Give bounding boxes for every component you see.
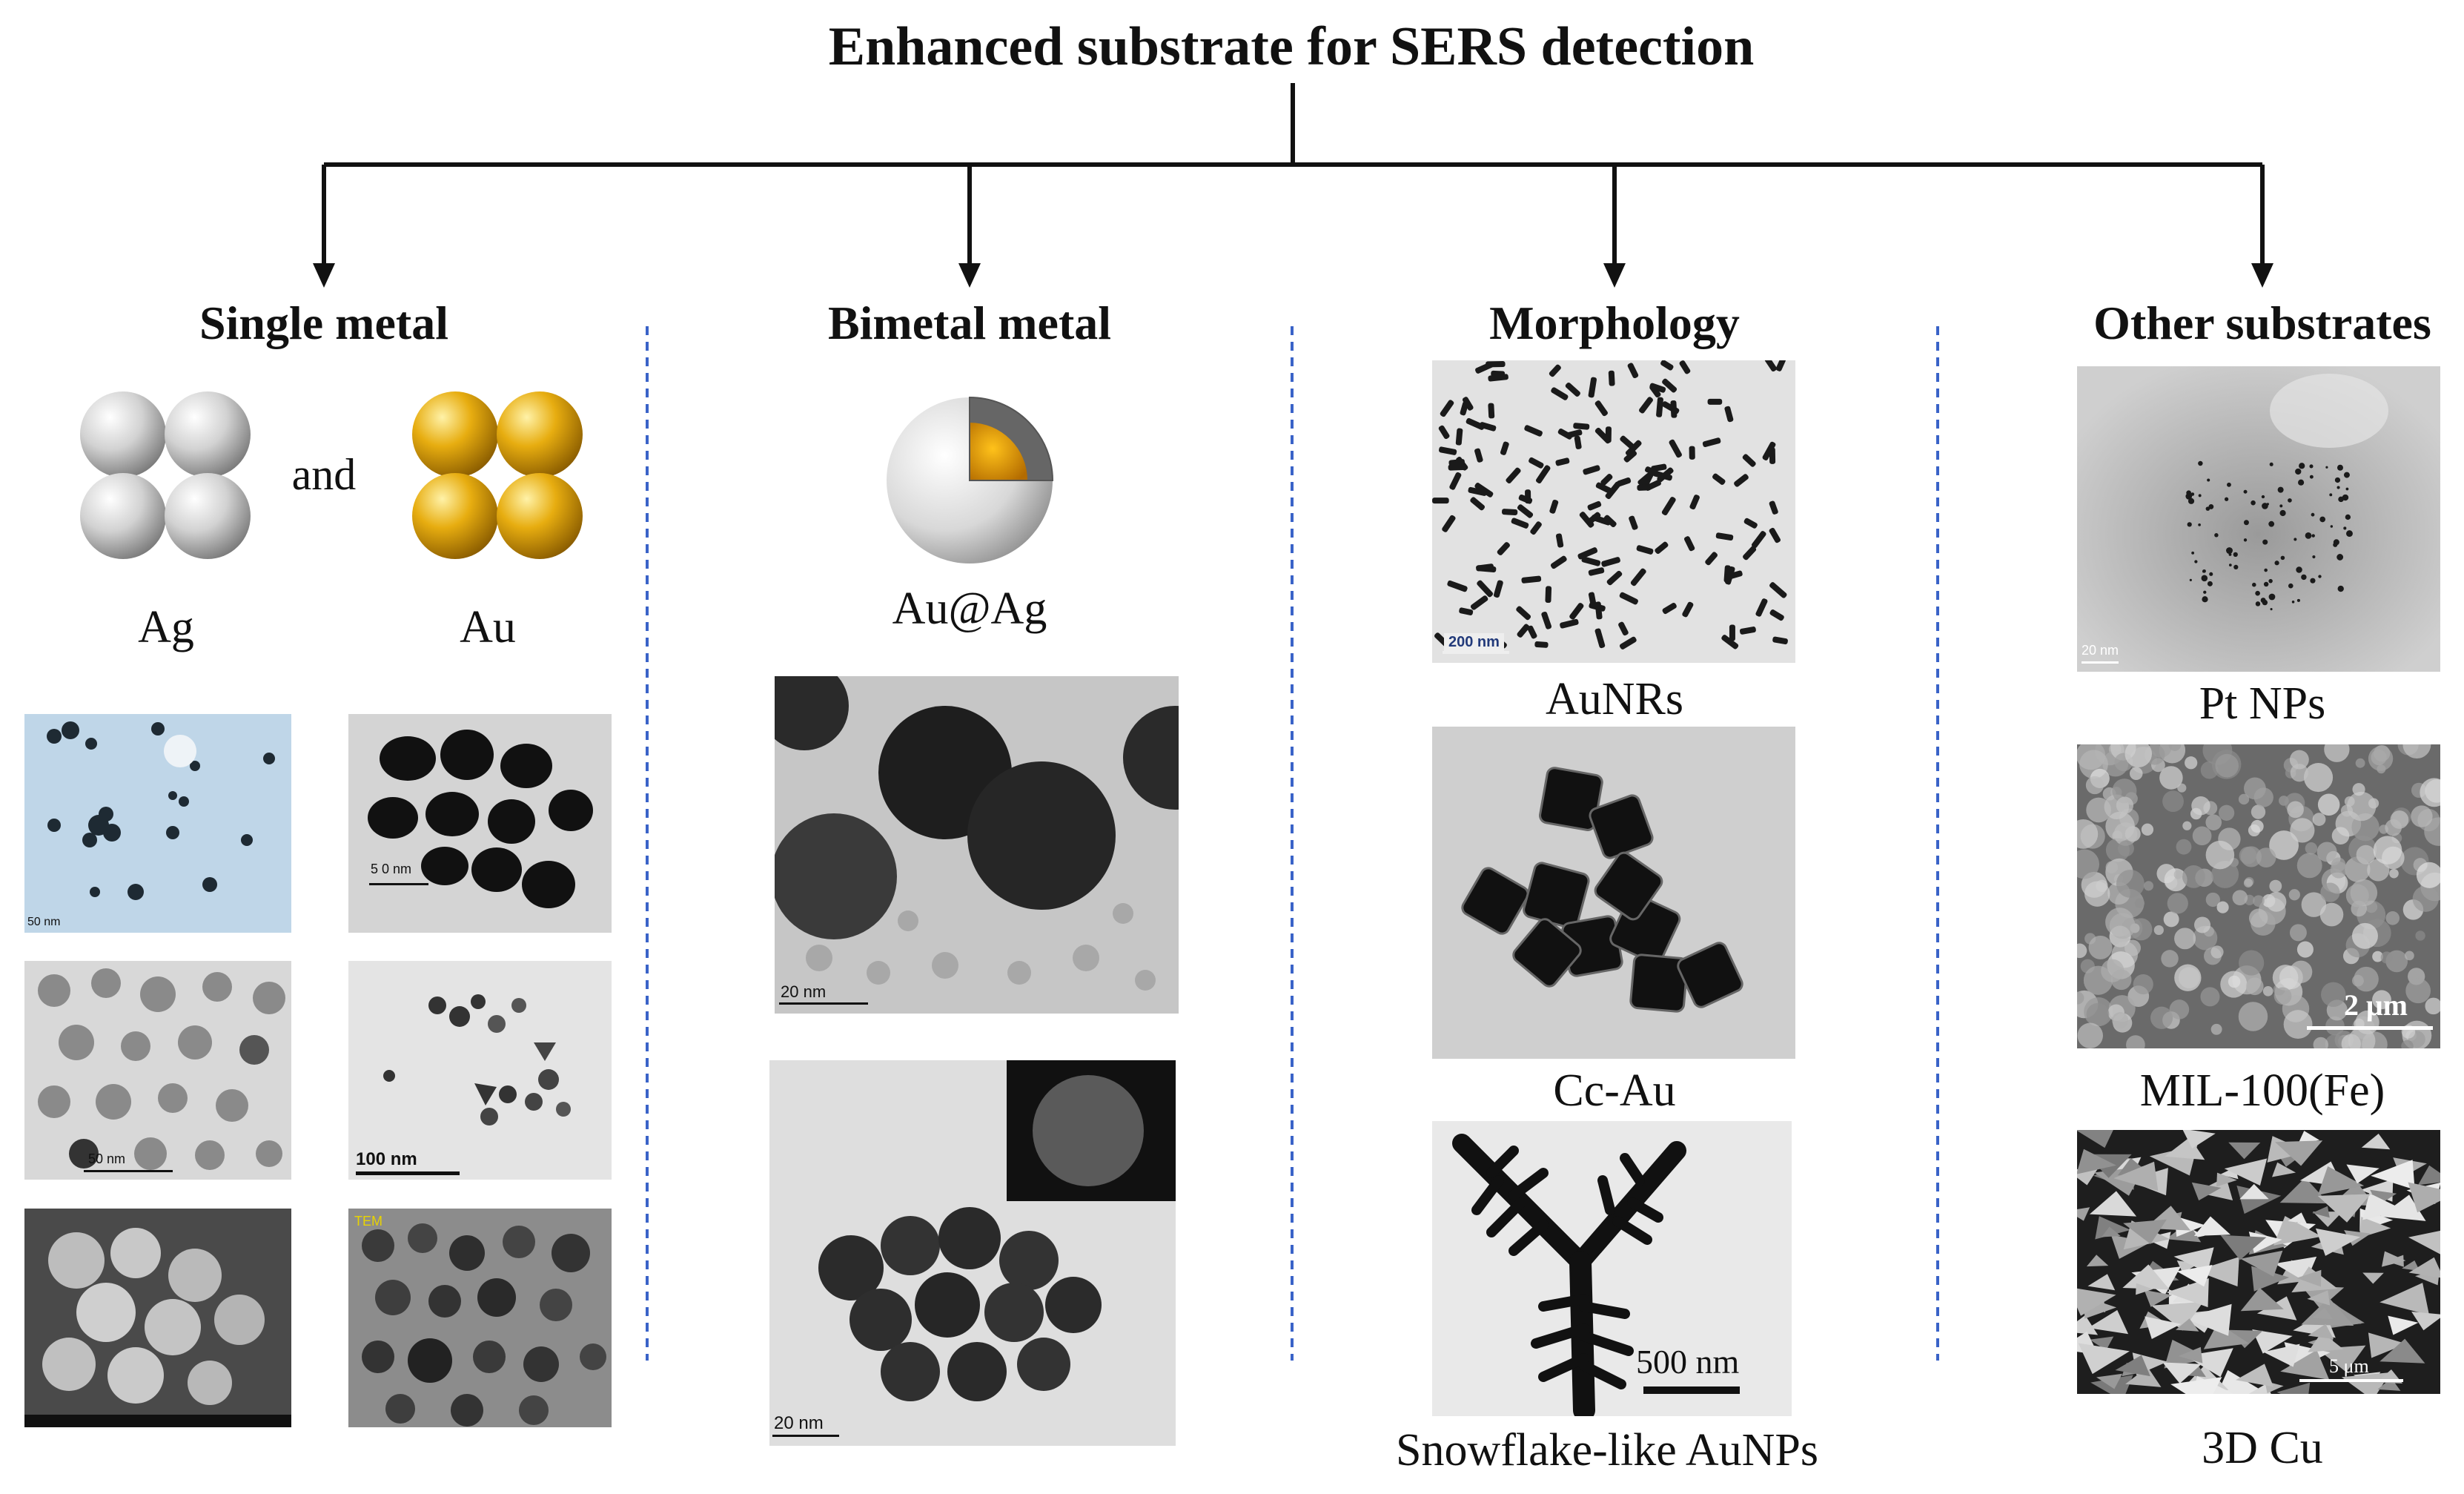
scale-label: 50 nm: [27, 916, 61, 928]
scale-bar: [1643, 1386, 1740, 1394]
micrograph-3d-cu: 5 μm: [2077, 1130, 2440, 1394]
micrograph-ag-2: 50 nm: [24, 961, 291, 1180]
arrowhead-other: [2251, 263, 2273, 288]
arrowhead-bimetal: [958, 263, 981, 288]
label-3d-cu: 3D Cu: [2202, 1423, 2323, 1473]
heading-single-metal: Single metal: [199, 297, 448, 349]
scale-label: 5 0 nm: [371, 862, 412, 876]
and-connector: and: [291, 450, 357, 499]
scale-label: 100 nm: [356, 1149, 417, 1169]
micrograph-au-2: 100 nm: [348, 961, 612, 1180]
scale-bar: [2299, 1379, 2403, 1382]
micrograph-mil-100: 2 μm: [2077, 744, 2440, 1048]
scale-label: 5 μm: [2329, 1355, 2369, 1377]
micrograph-aunrs: 200 nm: [1432, 360, 1795, 663]
micrograph-ag-1: 50 nm: [24, 714, 291, 933]
scale-label: 20 nm: [2082, 643, 2119, 658]
gold-nanoparticle-cluster: [412, 391, 583, 559]
scale-bar: [369, 883, 428, 885]
micrograph-au-ag-1: 20 nm: [775, 676, 1179, 1014]
micrograph-au-3: TEM: [348, 1209, 612, 1427]
label-au: Au: [460, 602, 516, 652]
arrowhead-morphology: [1603, 263, 1626, 288]
scale-bar: [356, 1171, 460, 1175]
micrograph-pt-nps: 20 nm: [2077, 366, 2440, 672]
label-cc-au: Cc-Au: [1553, 1065, 1676, 1116]
scale-bar: [779, 1002, 868, 1005]
scale-bar: [84, 1170, 173, 1172]
micrograph-cc-au: [1432, 727, 1795, 1059]
silver-nanoparticle-cluster: [80, 391, 251, 559]
scale-label: 50 nm: [88, 1151, 126, 1166]
micrograph-snowflake: 500 nm: [1432, 1121, 1792, 1416]
diagram-title: Enhanced substrate for SERS detection: [828, 16, 1755, 77]
scale-bar: [2082, 661, 2119, 664]
micrograph-ag-3: [24, 1209, 291, 1427]
scale-bar-bg: [1443, 651, 1509, 654]
label-pt-nps: Pt NPs: [2199, 678, 2326, 729]
scale-bar: [772, 1435, 839, 1437]
label-aunrs: AuNRs: [1545, 674, 1684, 724]
label-au-at-ag: Au@Ag: [892, 584, 1047, 634]
heading-morphology: Morphology: [1489, 297, 1740, 349]
core-shell-particle: [887, 396, 1054, 563]
scale-label: 2 μm: [2344, 988, 2408, 1022]
heading-other-substrates: Other substrates: [2093, 297, 2431, 349]
tem-tag: TEM: [354, 1214, 382, 1229]
micrograph-au-ag-2: 20 nm: [769, 1060, 1176, 1446]
scale-label: 500 nm: [1636, 1343, 1740, 1381]
scale-label: 200 nm: [1444, 633, 1504, 651]
arrowhead-single-metal: [313, 263, 335, 288]
heading-bimetal: Bimetal metal: [827, 297, 1112, 349]
label-snowflake-aunps: Snowflake-like AuNPs: [1395, 1425, 1819, 1475]
scale-label: 20 nm: [774, 1413, 824, 1433]
label-ag: Ag: [138, 602, 194, 652]
micrograph-au-1: 5 0 nm: [348, 714, 612, 933]
label-mil-100: MIL-100(Fe): [2139, 1065, 2385, 1116]
scale-bar: [2307, 1026, 2433, 1030]
scale-label: 20 nm: [781, 982, 827, 1001]
